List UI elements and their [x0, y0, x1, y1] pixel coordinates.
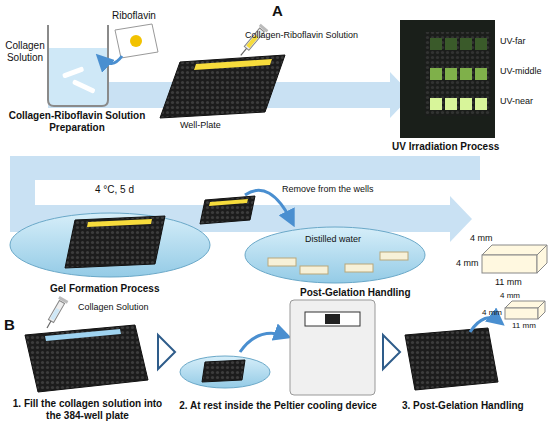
- intensity-label: UV-middle: [500, 66, 542, 76]
- action-note: Remove from the wells: [282, 184, 374, 194]
- gel-bars: [268, 252, 408, 274]
- step-title: 1. Fill the collagen solution into the 3…: [5, 398, 170, 421]
- filled-wells: [194, 59, 272, 70]
- step-chevron: [158, 335, 175, 369]
- syringe: [43, 296, 69, 330]
- add-arrow: [100, 56, 122, 64]
- part-name: Distilled water: [305, 234, 361, 244]
- step-title: 2. At rest inside the Peltier cooling de…: [178, 400, 378, 412]
- step-title: Gel Formation Process: [50, 283, 159, 295]
- well-plate: [202, 360, 245, 382]
- peltier-device: [290, 300, 375, 395]
- riboflavin-powder: [130, 35, 142, 47]
- filled-wells: [45, 329, 121, 341]
- step-title: 3. Post-Gelation Handling: [402, 400, 524, 412]
- panel-letter: A: [272, 2, 283, 19]
- step-title: Post-Gelation Handling: [300, 287, 411, 299]
- panel-letter: B: [4, 316, 15, 333]
- collagen-piece: [62, 66, 84, 78]
- water-dish: [10, 213, 210, 277]
- display-readout: [325, 314, 340, 324]
- gel-block: [482, 245, 547, 273]
- well-plate: [160, 55, 285, 118]
- remove-arrow: [470, 318, 500, 332]
- well-plate: [405, 328, 498, 390]
- part-name: Well-Plate: [180, 120, 221, 130]
- dimension: 4 mm: [470, 233, 493, 243]
- water-dish: [180, 356, 270, 388]
- uv-far-wells: [430, 38, 487, 50]
- filled-wells: [209, 199, 248, 206]
- beaker: [48, 25, 108, 106]
- part-name: Collagen-Riboflavin Solution: [245, 30, 358, 40]
- part-name: Collagen Solution: [78, 302, 149, 312]
- intensity-label: UV-far: [500, 36, 526, 46]
- weighing-paper: [115, 24, 158, 58]
- collagen-piece: [72, 79, 96, 94]
- well-plate: [25, 325, 148, 392]
- dimension: 11 mm: [512, 321, 536, 330]
- part-name: Collagen Solution: [2, 40, 48, 63]
- dimension: 11 mm: [495, 277, 522, 287]
- dimension: 4 mm: [456, 258, 479, 268]
- collagen-liquid: [49, 48, 107, 105]
- device-display: [305, 312, 360, 326]
- part-name: Riboflavin: [112, 10, 156, 22]
- water-dish: [245, 227, 425, 283]
- step-chevron: [383, 335, 400, 369]
- uv-photo: [400, 20, 495, 138]
- dimension: 4 mm: [482, 308, 502, 317]
- filled-wells: [87, 219, 152, 227]
- gel-block: [505, 301, 545, 319]
- well-plate: [200, 196, 255, 224]
- uv-plate: [425, 32, 491, 116]
- uv-middle-wells: [430, 68, 487, 80]
- syringe: [237, 24, 268, 59]
- uv-near-wells: [430, 98, 487, 110]
- condition-note: 4 °C, 5 d: [95, 184, 134, 196]
- intensity-label: UV-near: [500, 96, 533, 106]
- step-title: UV Irradiation Process: [392, 141, 499, 153]
- remove-arrow: [245, 190, 292, 222]
- well-plate: [65, 216, 165, 268]
- dimension: 4 mm: [500, 291, 520, 300]
- step-title: Collagen-Riboflavin Solution Preparation: [2, 110, 152, 133]
- move-arrow: [240, 333, 286, 352]
